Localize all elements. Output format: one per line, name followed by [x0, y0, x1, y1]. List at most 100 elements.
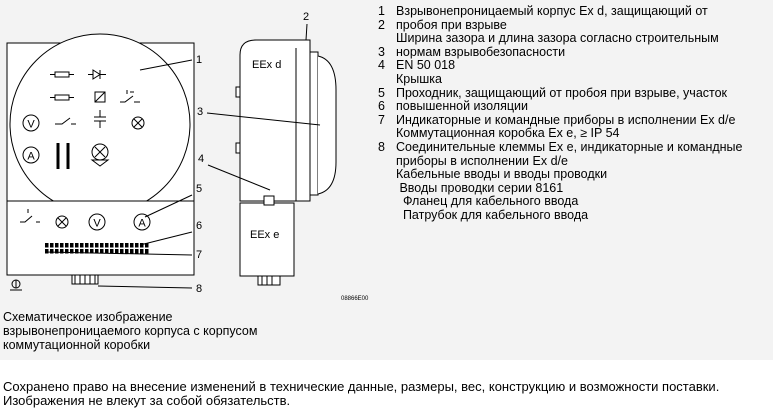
symbol-pushbutton: [120, 90, 140, 103]
legend-row: 7 Индикаторные и командные приборы в испо…: [378, 112, 743, 128]
legend-row: Коммутационная коробка Ex e, ≥ IP 54: [378, 127, 743, 141]
terminal-block: [110, 249, 114, 254]
legend-row: 4 EN 50 018: [378, 59, 743, 73]
side-view: EEx d EEx e: [235, 39, 337, 286]
legend-text: пробоя при взрыве: [396, 17, 507, 32]
side-cover-dome: [317, 55, 337, 195]
legend-number: 4: [378, 58, 385, 73]
legend-text: Вводы проводки серии 8161: [396, 180, 564, 195]
terminal-block: [135, 243, 139, 248]
legend-text: Соединительные клеммы Ex e, индикаторные…: [396, 139, 743, 154]
terminal-block: [90, 243, 94, 248]
terminal-block: [105, 249, 109, 254]
legend-text: Индикаторные и командные приборы в испол…: [396, 112, 736, 127]
callout-5: 5: [196, 183, 202, 195]
jb-v-symbol: V: [88, 213, 106, 231]
figure-area: V A V A EEx d E: [0, 0, 773, 360]
legend-number: [378, 209, 396, 223]
legend-row: 1 Взрывонепроницаемый корпус Ex d, защища…: [378, 4, 743, 19]
legend-number: 1: [378, 4, 385, 18]
legend-row: 3 нормам взрывобезопасности: [378, 44, 743, 60]
terminal-block: [145, 243, 149, 248]
junction-box: [6, 200, 195, 276]
legend-text: Патрубок для кабельного ввода: [396, 207, 589, 222]
jb-pushbutton-symbol: [20, 209, 40, 223]
figure-caption: Схематическое изображение взрывонепрониц…: [3, 310, 258, 352]
terminal-block: [80, 243, 84, 248]
terminal-block: [95, 243, 99, 248]
legend-row: 8 Соединительные клеммы Ex e, индикаторны…: [378, 139, 743, 155]
terminal-block: [55, 243, 59, 248]
footer-area: Сохранено право на внесение изменений в …: [0, 360, 773, 410]
terminal-block: [120, 249, 124, 254]
symbol-fuse: [50, 71, 74, 78]
callout-leaders: [44, 23, 321, 289]
legend-row: Ширина зазора и длина зазора согласно ст…: [378, 32, 743, 46]
terminal-block: [50, 243, 54, 248]
side-cover: [309, 51, 319, 196]
legend-text: повышенной изоляции: [396, 99, 528, 114]
legend-number: 7: [378, 112, 385, 127]
legend-text: Взрывонепроницаемый корпус Ex d, защищаю…: [396, 4, 708, 18]
legend-number: [378, 182, 396, 196]
callout-6: 6: [196, 220, 202, 232]
symbol-lamp: [131, 116, 145, 130]
terminal-block: [145, 249, 149, 254]
legend-number: [378, 168, 396, 182]
terminal-block: [55, 249, 59, 254]
terminal-block: [140, 243, 144, 248]
legend-row: Крышка: [378, 71, 743, 87]
legend-row: Фланец для кабельного ввода: [378, 195, 743, 209]
enclosure-diagram: V A V A EEx d E: [6, 11, 369, 302]
legend-text: Фланец для кабельного ввода: [396, 194, 579, 209]
terminal-block: [120, 243, 124, 248]
terminal-block: [110, 243, 114, 248]
terminal-block: [90, 249, 94, 254]
legend-number: [378, 73, 396, 87]
callout-1: 1: [196, 54, 202, 66]
terminal-block: [85, 249, 89, 254]
callout-4: 4: [198, 153, 204, 165]
symbol-switch: [55, 117, 76, 125]
side-mount-2: [235, 142, 241, 154]
terminal-block: [50, 249, 54, 254]
legend-number: 5: [378, 85, 385, 100]
terminal-block: [65, 249, 69, 254]
legend-number: 3: [378, 44, 385, 59]
legend-number: 8: [378, 139, 385, 154]
front-a-letter: A: [27, 151, 35, 163]
front-v-letter: V: [27, 119, 35, 131]
terminal-block: [140, 249, 144, 254]
terminal-block: [95, 249, 99, 254]
legend-row: приборы в исполнении Ex d/e: [378, 154, 743, 169]
drawing-code: 08866E00: [341, 296, 369, 302]
terminal-block: [135, 249, 139, 254]
terminal-block: [75, 249, 79, 254]
terminal-block: [115, 243, 119, 248]
legend-text: EN 50 018: [396, 58, 456, 73]
terminal-block: [125, 249, 129, 254]
cable-gland-front: [71, 274, 99, 285]
legend-text: нормам взрывобезопасности: [396, 44, 566, 59]
terminal-block: [80, 249, 84, 254]
side-mount-1: [235, 86, 241, 98]
cable-gland-side: [257, 275, 281, 286]
legend-number: [378, 32, 396, 46]
symbol-v-lamp: V: [22, 114, 40, 132]
symbol-signal-lamp: [90, 143, 110, 167]
jb-v-letter: V: [93, 218, 101, 230]
terminal-block: [70, 243, 74, 248]
symbol-transformer: [56, 143, 70, 169]
legend-text: Крышка: [396, 71, 442, 86]
legend: 1 Взрывонепроницаемый корпус Ex d, защища…: [378, 4, 743, 223]
callout-2: 2: [303, 11, 309, 23]
terminal-block: [130, 243, 134, 248]
callout-7: 7: [196, 249, 202, 261]
terminal-block: [125, 243, 129, 248]
jb-a-letter: A: [138, 218, 146, 230]
terminal-block: [70, 249, 74, 254]
legend-row: Кабельные вводы и вводы проводки: [378, 168, 743, 182]
terminal-strip: [45, 243, 149, 254]
